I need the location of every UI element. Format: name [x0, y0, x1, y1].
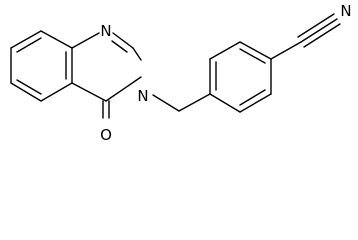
bond — [40, 30, 73, 49]
bond — [209, 93, 241, 113]
nitrile-bond — [270, 41, 302, 60]
pyrimidinone-ring — [71, 32, 142, 119]
quinazolinone-benzonitrile-structure: N N O N — [10, 2, 352, 144]
methylene-bond — [152, 94, 180, 112]
benzo-ring — [10, 30, 73, 102]
bond — [71, 82, 107, 102]
bond — [71, 32, 100, 49]
double-bond — [239, 48, 266, 64]
phenyl-ring — [209, 41, 272, 113]
bond — [239, 41, 272, 60]
bond — [10, 82, 42, 102]
bond — [209, 41, 241, 60]
atom-label-n1: N — [100, 22, 111, 40]
nitrile-bond — [300, 18, 338, 43]
atom-label-nitrile-n: N — [340, 2, 351, 20]
atom-label-n3: N — [137, 87, 148, 105]
bond — [132, 47, 142, 61]
atom-label-o4: O — [100, 126, 112, 144]
bond — [10, 30, 42, 49]
bond — [40, 82, 73, 102]
bond — [112, 32, 134, 49]
nitrile-group — [270, 13, 341, 60]
double-bond — [239, 89, 266, 106]
nitrile-bond — [297, 13, 335, 38]
nitrile-bond — [303, 23, 341, 48]
bond — [239, 93, 272, 113]
methylene-bond — [178, 93, 211, 112]
double-bond — [111, 40, 128, 53]
double-bond — [16, 79, 42, 95]
bond — [105, 76, 142, 102]
double-bond — [16, 37, 42, 53]
